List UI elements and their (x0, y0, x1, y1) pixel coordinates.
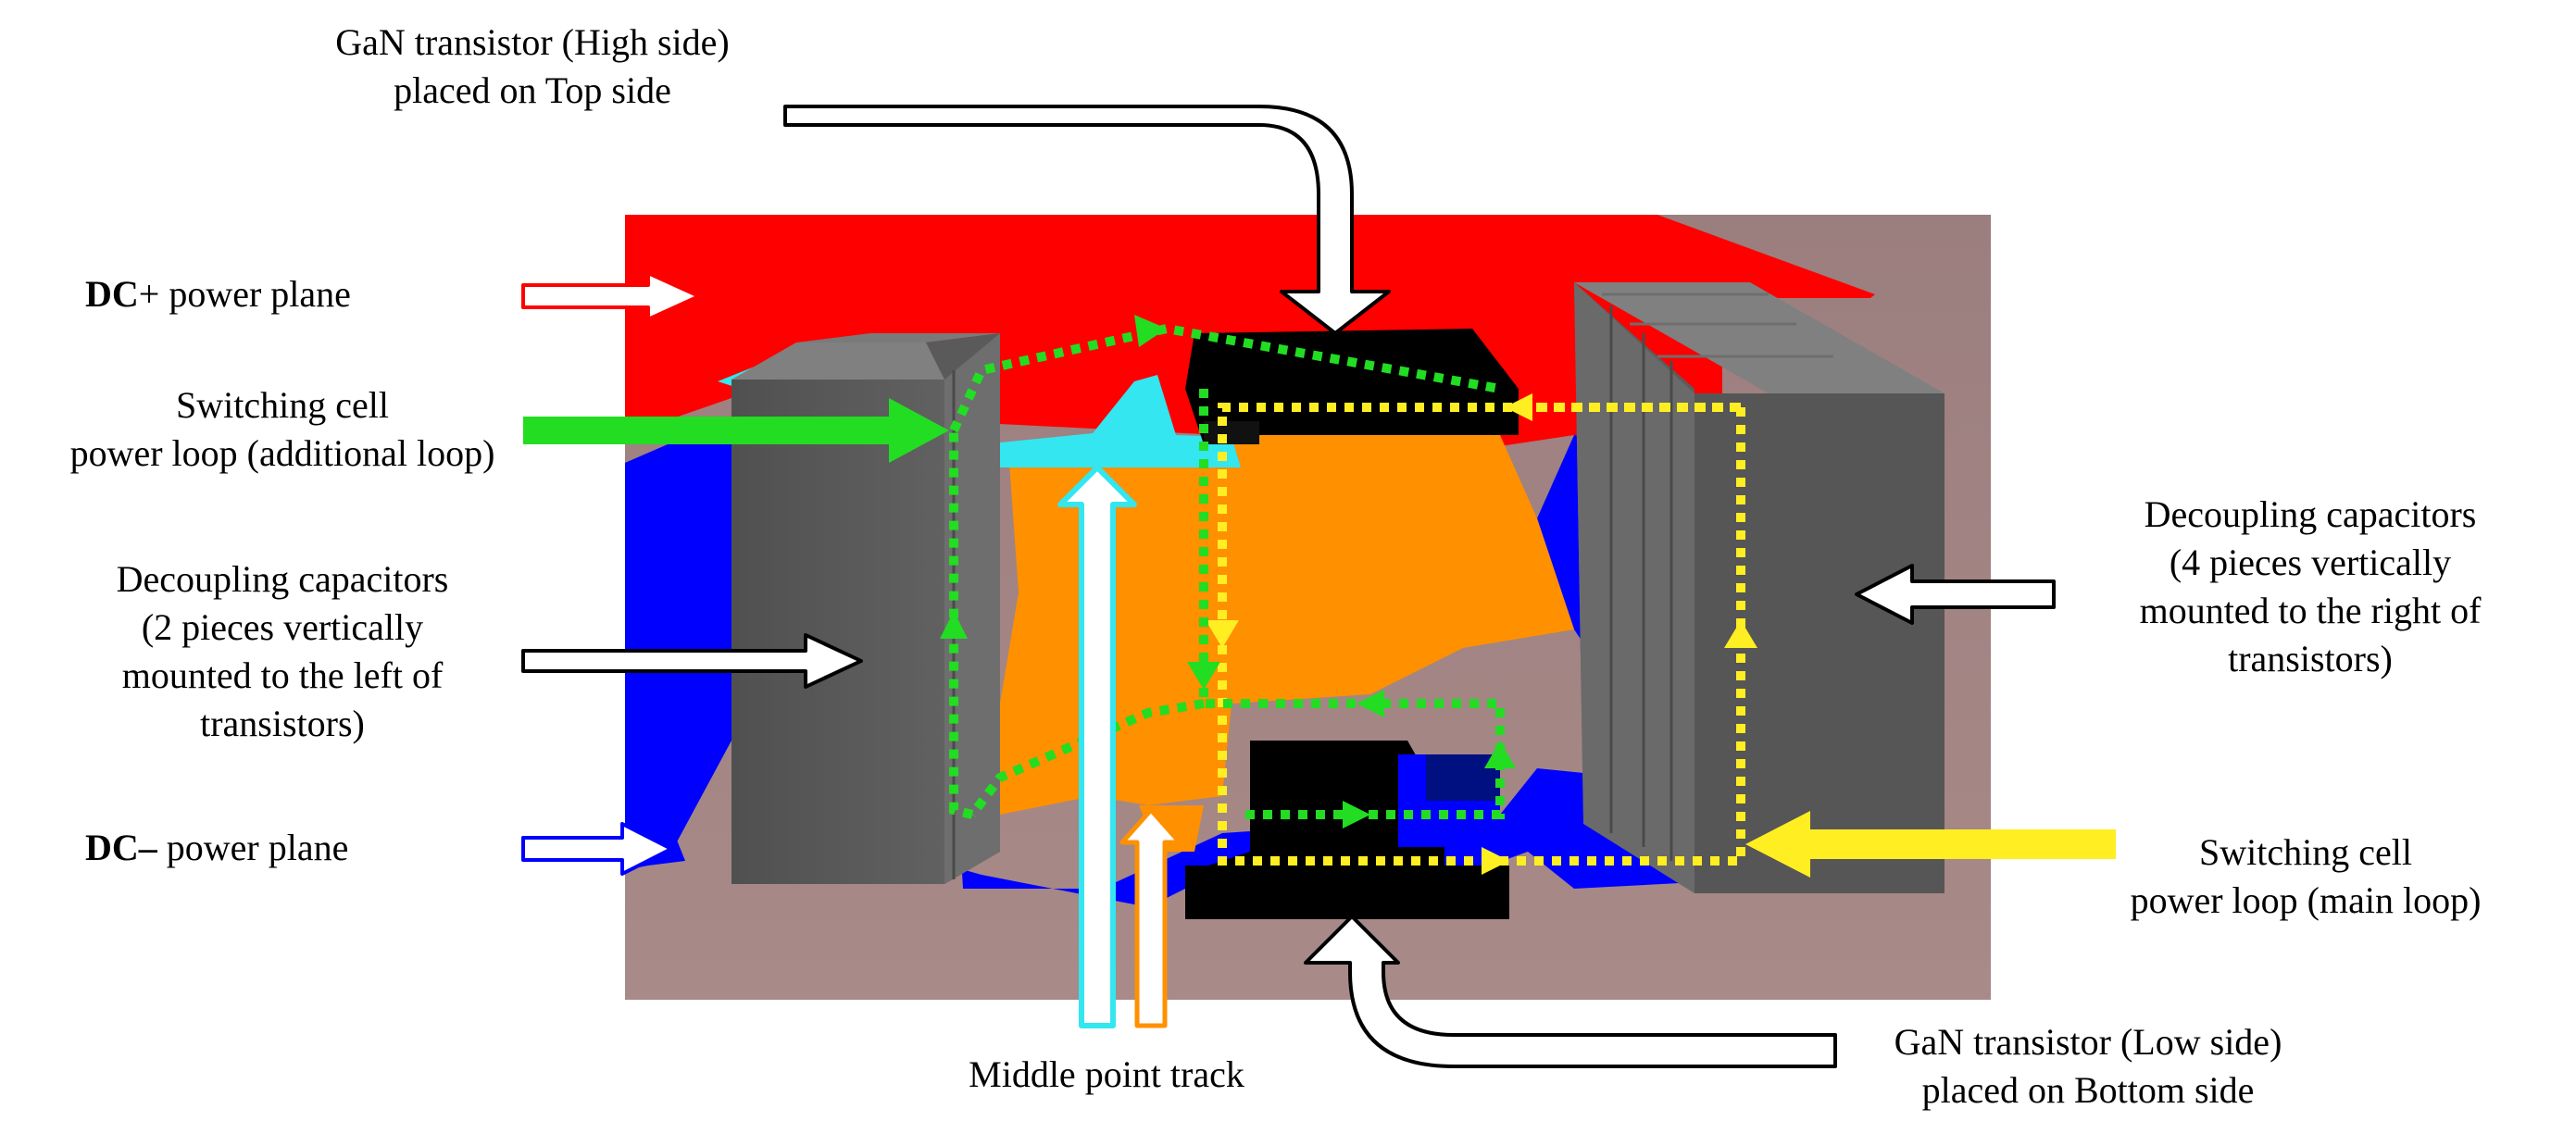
dc-minus-arrow (521, 822, 673, 876)
middle-point-plane (1000, 435, 1574, 815)
middle-point-label-line-1: Middle point track (969, 1053, 1244, 1095)
right-decoupling-label: Decoupling capacitors (4 pieces vertical… (2056, 491, 2565, 683)
main-loop-label: Switching cell power loop (main loop) (2056, 828, 2556, 925)
low-side-label-line-1: GaN transistor (Low side) (1894, 1021, 2282, 1063)
high-side-callout-arrow (783, 105, 1391, 335)
low-side-label-line-2: placed on Bottom side (1921, 1069, 2255, 1111)
main-loop-path (1218, 403, 1745, 866)
additional-loop-arrowheads (940, 315, 1516, 828)
main-loop-arrow (1745, 811, 2116, 878)
high-side-label: GaN transistor (High side) placed on Top… (236, 19, 829, 115)
left-capacitors (732, 333, 1000, 884)
dc-minus-label-bold: DC– (85, 827, 157, 868)
main-loop-label-line-2: power loop (main loop) (2130, 879, 2482, 921)
dc-plus-label: DC+ power plane (85, 270, 351, 318)
dc-minus-label-rest: power plane (156, 827, 349, 868)
main-loop-label-line-1: Switching cell (2199, 831, 2412, 873)
left-decoupling-label-line-4: transistors) (200, 703, 365, 744)
gan-transistor-high-side (1185, 329, 1519, 444)
left-decoupling-label-line-2: (2 pieces vertically (141, 606, 424, 648)
gan-transistor-low-side (1185, 741, 1509, 919)
additional-loop-path (949, 323, 1505, 819)
dc-plus-label-rest: + power plane (138, 273, 351, 315)
dc-minus-label: DC– power plane (85, 824, 348, 872)
low-side-callout-arrow (1304, 915, 1837, 1068)
right-decoupling-label-line-4: transistors) (2228, 638, 2393, 679)
low-side-label: GaN transistor (Low side) placed on Bott… (1829, 1018, 2347, 1115)
right-decoupling-label-line-2: (4 pieces vertically (2169, 542, 2452, 583)
middle-point-orange-arrow (1119, 807, 1182, 1028)
left-decoupling-label-line-1: Decoupling capacitors (116, 558, 449, 600)
additional-loop-label-line-1: Switching cell (176, 384, 389, 426)
right-decoupling-arrow (1855, 564, 2056, 625)
left-decoupling-arrow (521, 633, 863, 689)
high-side-label-line-1: GaN transistor (High side) (335, 21, 730, 63)
right-decoupling-label-line-3: mounted to the right of (2139, 590, 2482, 631)
dc-plus-arrow (521, 271, 701, 321)
additional-loop-arrow (523, 398, 949, 463)
high-side-label-line-2: placed on Top side (394, 69, 671, 111)
main-loop-arrowheads (1206, 393, 1757, 875)
dc-plus-label-bold: DC (85, 273, 139, 315)
middle-point-track (982, 375, 1241, 467)
additional-loop-label: Switching cell power loop (additional lo… (37, 381, 528, 478)
additional-loop-label-line-2: power loop (additional loop) (69, 432, 495, 474)
left-decoupling-label: Decoupling capacitors (2 pieces vertical… (37, 555, 528, 748)
right-decoupling-label-line-1: Decoupling capacitors (2144, 493, 2477, 535)
middle-point-label: Middle point track (847, 1051, 1366, 1099)
left-decoupling-label-line-3: mounted to the left of (121, 654, 444, 696)
middle-point-cyan-arrow (1057, 465, 1137, 1028)
